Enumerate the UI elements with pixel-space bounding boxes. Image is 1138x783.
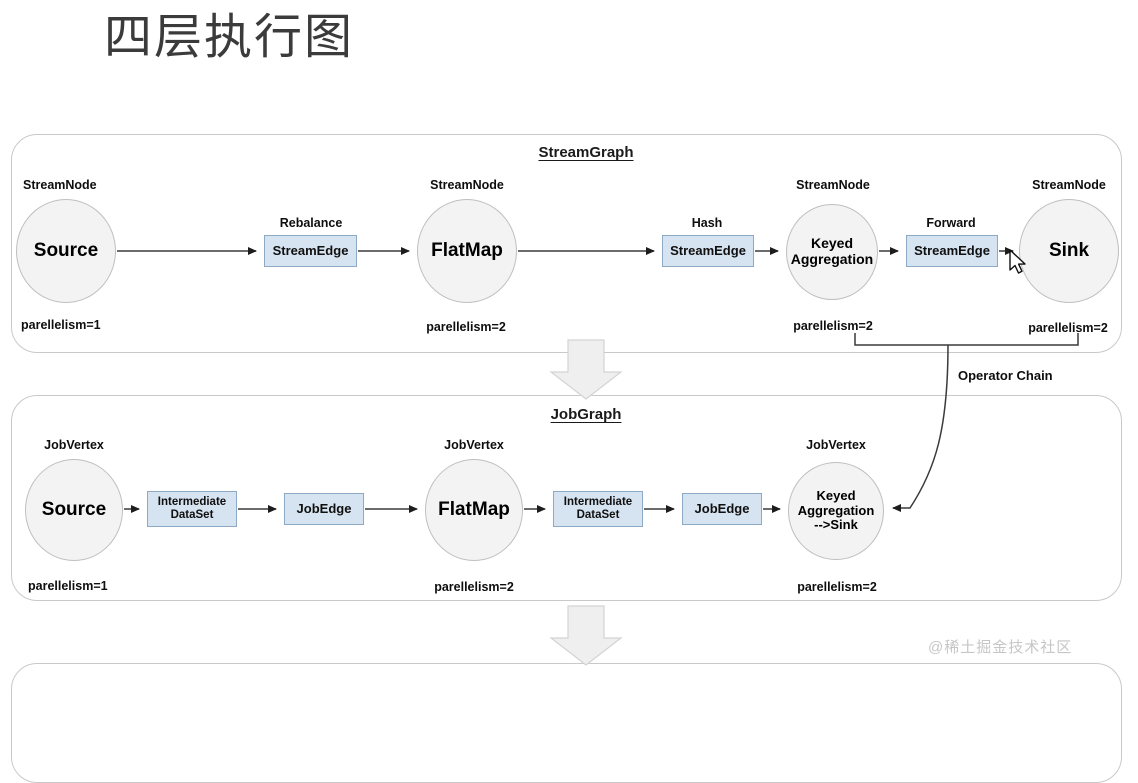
streamgraph-title: StreamGraph bbox=[538, 144, 634, 161]
streamnode-source[interactable]: Source bbox=[16, 199, 116, 303]
jobgraph-jobedge-2[interactable]: JobEdge bbox=[682, 493, 762, 525]
jobvertex-source-label: Source bbox=[41, 499, 107, 521]
streamedge-hash[interactable]: StreamEdge bbox=[662, 235, 754, 267]
operator-chain-label: Operator Chain bbox=[958, 368, 1053, 383]
jobgraph-intermediate-dataset-2[interactable]: Intermediate DataSet bbox=[553, 491, 643, 527]
streamnode-sink-label: Sink bbox=[1048, 240, 1090, 262]
jobvertex-keyed-aggregation-sink-label: Keyed Aggregation -->Sink bbox=[797, 488, 875, 533]
jobvertex-source[interactable]: Source bbox=[25, 459, 123, 561]
parallelism-streamgraph-sink: parellelism=2 bbox=[1028, 321, 1108, 335]
execution-graph-container bbox=[11, 663, 1122, 783]
jobgraph-intermediate-dataset-1[interactable]: Intermediate DataSet bbox=[147, 491, 237, 527]
parallelism-streamgraph-flatmap: parellelism=2 bbox=[426, 320, 506, 334]
streamnode-caption-source: StreamNode bbox=[23, 178, 97, 192]
parallelism-jobgraph-flatmap: parellelism=2 bbox=[434, 580, 514, 594]
streamedge-forward[interactable]: StreamEdge bbox=[906, 235, 998, 267]
parallelism-streamgraph-keyedagg: parellelism=2 bbox=[793, 319, 873, 333]
streamnode-flatmap-label: FlatMap bbox=[431, 240, 503, 262]
jobvertex-flatmap[interactable]: FlatMap bbox=[425, 459, 523, 561]
edge-strategy-rebalance: Rebalance bbox=[279, 216, 343, 230]
streamnode-source-label: Source bbox=[33, 240, 99, 262]
page-title: 四层执行图 bbox=[104, 11, 355, 64]
streamnode-caption-keyedagg: StreamNode bbox=[796, 178, 870, 192]
parallelism-jobgraph-keyedagg: parellelism=2 bbox=[797, 580, 877, 594]
watermark: @稀土掘金技术社区 bbox=[928, 639, 1073, 656]
parallelism-jobgraph-source: parellelism=1 bbox=[28, 579, 108, 593]
jobvertex-flatmap-label: FlatMap bbox=[438, 499, 510, 521]
streamnode-keyed-aggregation-label: Keyed Aggregation bbox=[790, 235, 874, 267]
jobvertex-caption-source: JobVertex bbox=[44, 438, 104, 452]
edge-strategy-forward: Forward bbox=[926, 216, 976, 230]
streamnode-caption-flatmap: StreamNode bbox=[430, 178, 504, 192]
jobvertex-caption-flatmap: JobVertex bbox=[444, 438, 504, 452]
edge-strategy-hash: Hash bbox=[691, 216, 723, 230]
diagram-canvas: 四层执行图 StreamGraph StreamNode StreamNode … bbox=[11, 11, 1122, 783]
jobvertex-caption-keyedagg: JobVertex bbox=[806, 438, 866, 452]
streamnode-flatmap[interactable]: FlatMap bbox=[417, 199, 517, 303]
block-arrow-jobgraph-to-executiongraph bbox=[549, 605, 623, 666]
jobvertex-keyed-aggregation-sink[interactable]: Keyed Aggregation -->Sink bbox=[788, 462, 884, 560]
jobgraph-jobedge-1[interactable]: JobEdge bbox=[284, 493, 364, 525]
streamnode-keyed-aggregation[interactable]: Keyed Aggregation bbox=[786, 204, 878, 300]
parallelism-streamgraph-source: parellelism=1 bbox=[21, 318, 101, 332]
streamnode-sink[interactable]: Sink bbox=[1019, 199, 1119, 303]
streamedge-rebalance[interactable]: StreamEdge bbox=[264, 235, 357, 267]
jobgraph-title: JobGraph bbox=[550, 406, 622, 423]
streamnode-caption-sink: StreamNode bbox=[1032, 178, 1106, 192]
